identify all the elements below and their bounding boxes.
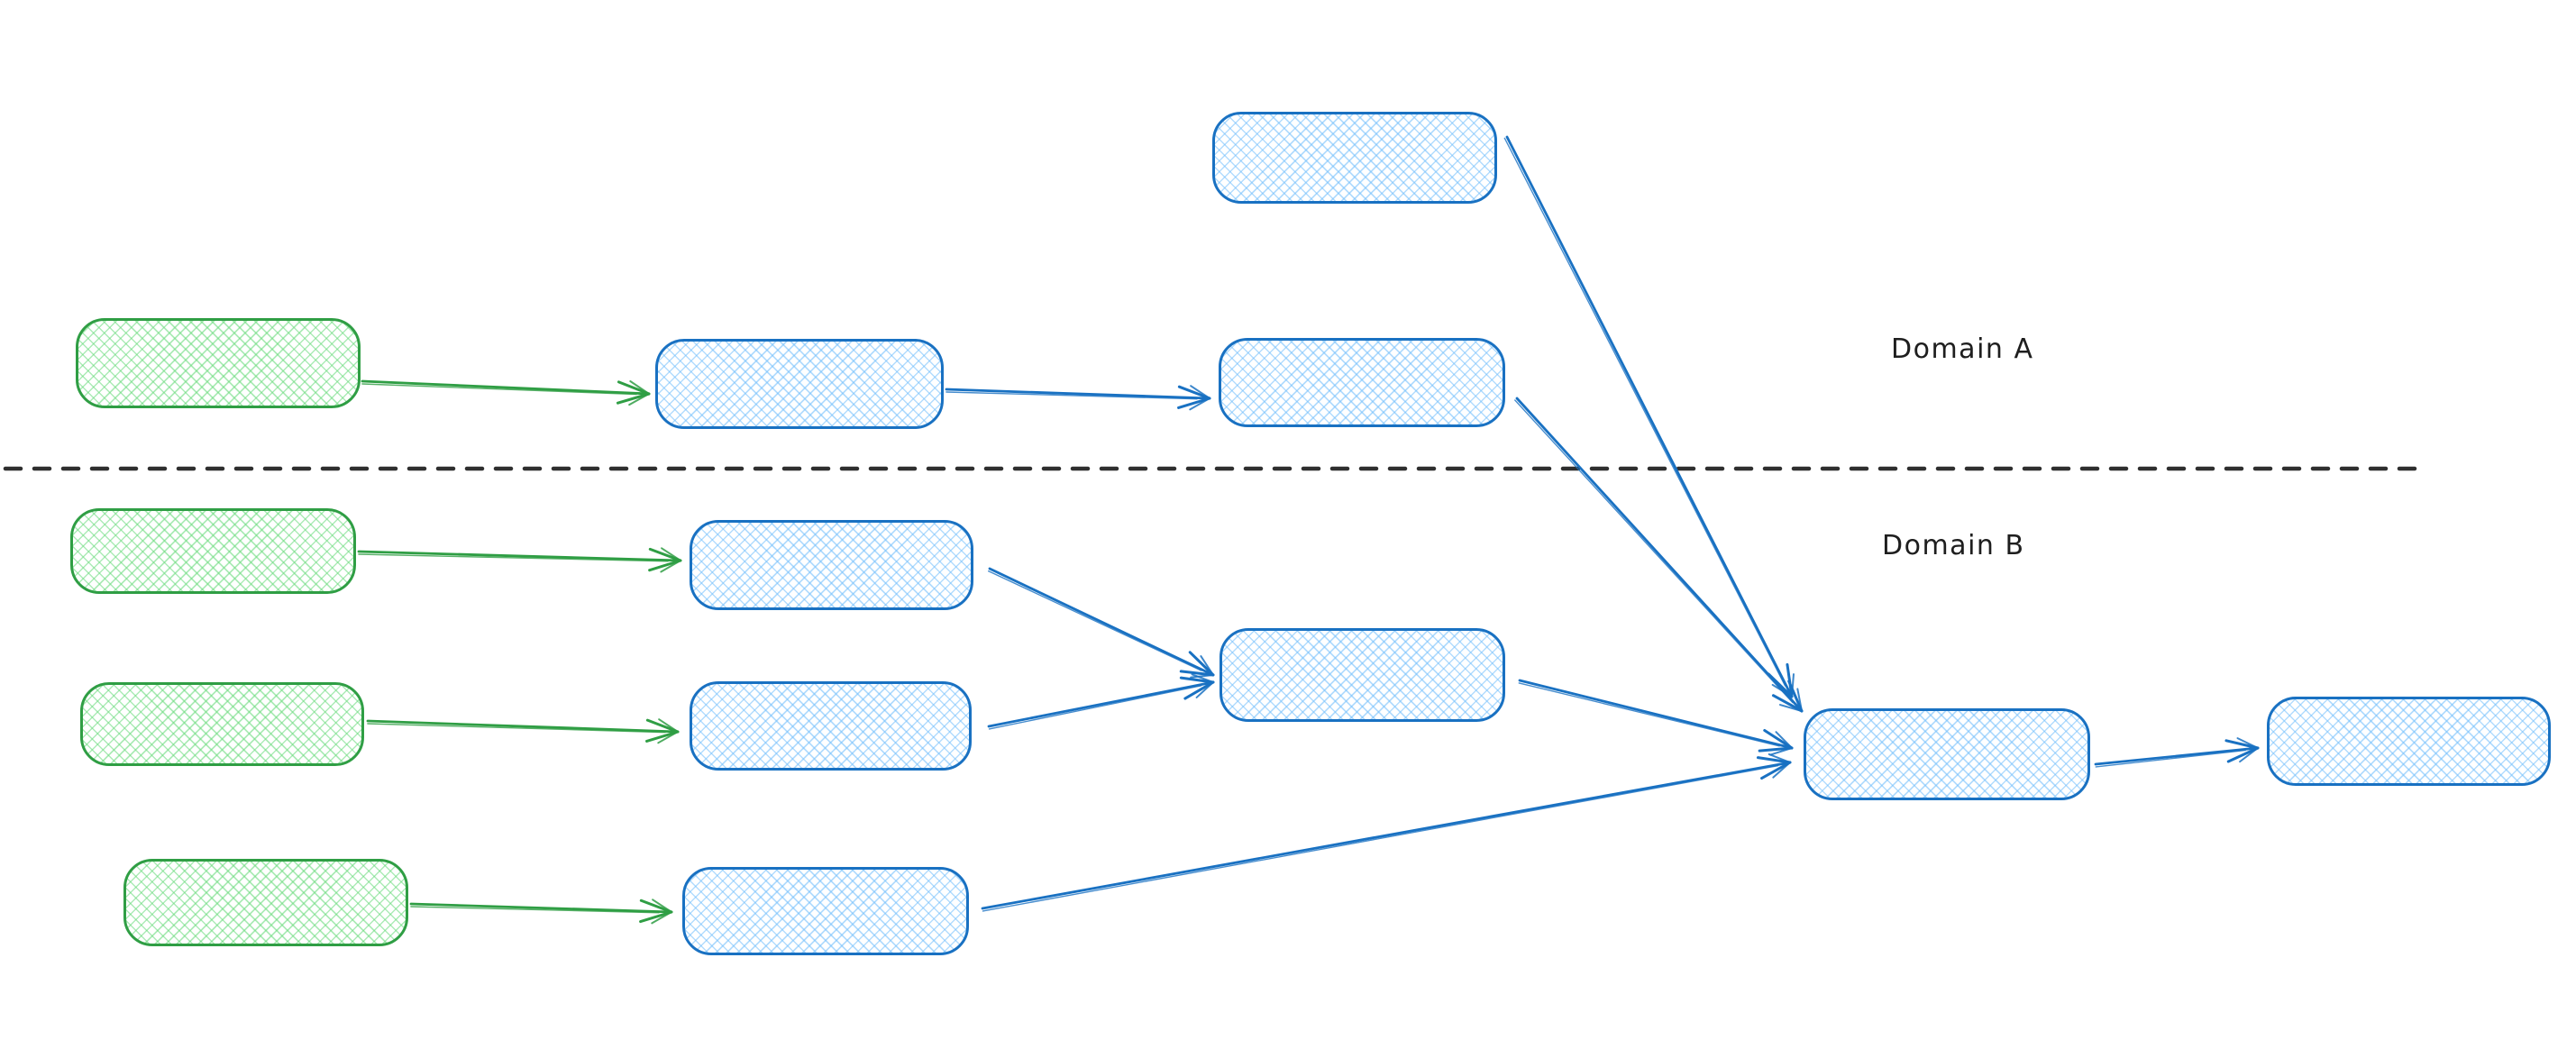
edge-green-b1-to-blue-b1 [357,547,682,573]
node-blue-top-a [1212,112,1497,204]
node-blue-b1 [690,520,973,610]
node-green-b1 [70,508,356,594]
node-blue-out [2267,697,2551,786]
edge-green-b2-to-blue-b2 [366,718,680,744]
edge-blue-b4-to-hub [981,753,1792,912]
edge-green-a1-to-blue-a1 [361,379,651,406]
edge-blue-top-a-to-hub [1503,135,1795,698]
domain-a-label: Domain A [1891,333,2034,365]
node-blue-hub [1804,708,2090,800]
edge-blue-b2-to-blue-b3 [987,673,1215,730]
node-blue-b2 [690,681,972,771]
edge-hub-to-blue-out [2094,737,2260,768]
node-green-b3 [123,859,408,946]
node-blue-a1 [655,339,944,429]
node-blue-a2 [1219,338,1505,427]
node-blue-b4 [682,867,969,955]
edge-blue-a2-to-hub [1514,397,1804,713]
edge-blue-a1-to-blue-a2 [945,385,1211,411]
domain-b-label: Domain B [1882,530,2025,561]
node-blue-b3 [1219,628,1505,722]
node-green-b2 [80,682,364,766]
edge-blue-b3-to-hub [1518,679,1794,756]
edge-blue-b1-to-blue-b3 [988,567,1215,679]
edge-green-b3-to-blue-b4 [409,898,673,925]
node-green-a1 [76,318,361,408]
